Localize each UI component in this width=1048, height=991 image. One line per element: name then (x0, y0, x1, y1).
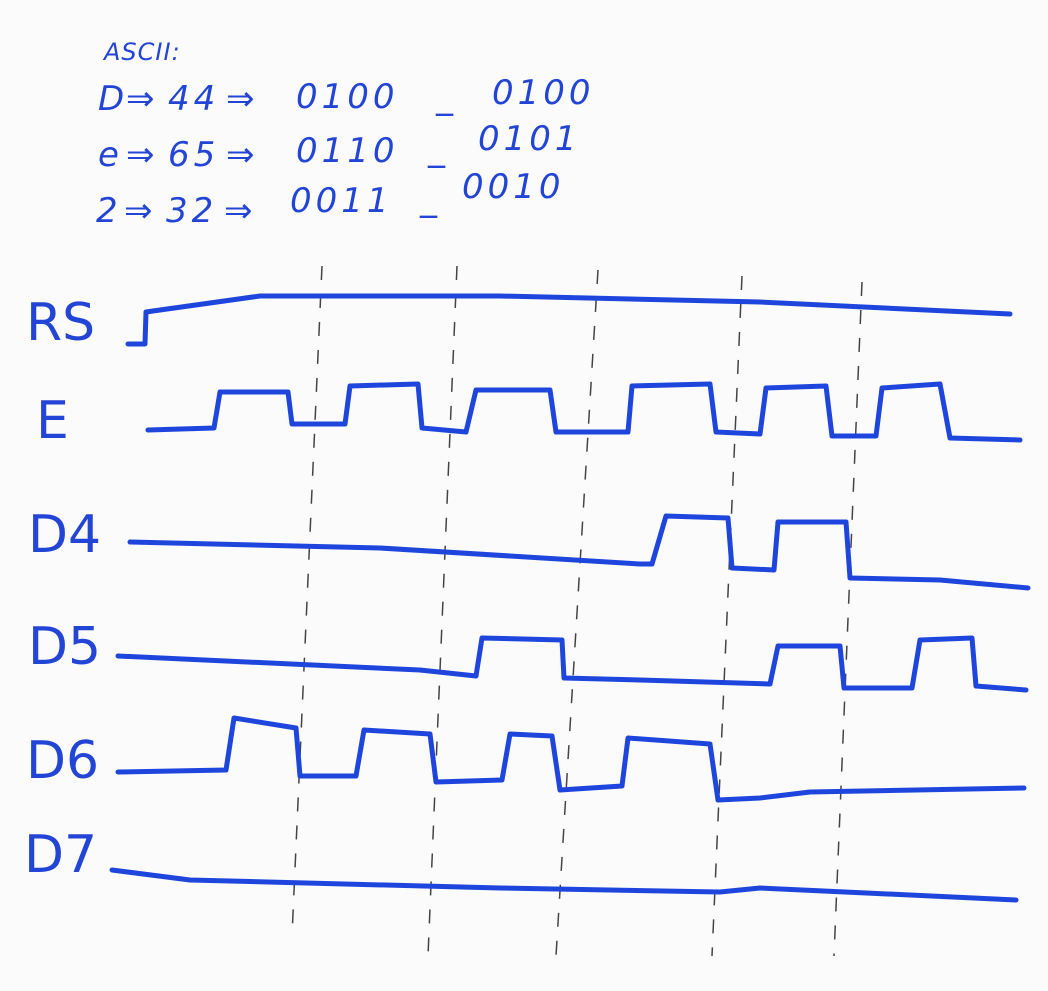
cycle-divider (555, 269, 599, 957)
note-high-nibble: 0100 (296, 77, 399, 117)
waveform-d6 (115, 715, 1027, 803)
signal-label-rs: RS (26, 293, 95, 353)
signal-label-d6: D6 (26, 731, 99, 791)
notes-title: ASCII: (102, 38, 181, 66)
note-low-nibble: 0101 (478, 119, 581, 159)
cycle-divider (833, 281, 863, 957)
signal-label-d4: D4 (28, 505, 101, 565)
note-arrow: ⇒ (226, 79, 259, 119)
note-char: 2 (96, 191, 122, 231)
note-arrow: ⇒ (126, 135, 159, 175)
signal-label-d5: D5 (28, 617, 101, 677)
cycle-divider (427, 265, 458, 957)
notes-row-e: e ⇒ 65 ⇒ 0110 _ 0101 (98, 119, 581, 175)
waveform-d5 (115, 635, 1029, 693)
signal-label-d7: D7 (24, 825, 97, 885)
note-arrow: ⇒ (126, 79, 159, 119)
waveform-rs (125, 293, 1013, 347)
waveform-d4 (127, 513, 1031, 591)
note-arrow: ⇒ (124, 191, 157, 231)
note-high-nibble: 0110 (296, 131, 399, 171)
ascii-notes: ASCII: D ⇒ 44 ⇒ 0100 _ 0100 e ⇒ 65 ⇒ 011… (96, 38, 595, 231)
note-arrow: ⇒ (224, 191, 257, 231)
waveforms (109, 293, 1031, 903)
note-code: 65 (168, 135, 219, 175)
note-separator: _ (435, 77, 457, 117)
signal-label-e: E (36, 391, 69, 451)
notes-row-d: D ⇒ 44 ⇒ 0100 _ 0100 (98, 73, 595, 119)
note-arrow: ⇒ (226, 135, 259, 175)
cycle-dividers (291, 265, 863, 957)
cycle-divider (291, 265, 323, 937)
note-code: 44 (168, 79, 219, 119)
note-char: D (98, 79, 128, 119)
note-separator: _ (427, 129, 449, 169)
signal-labels: RS E D4 D5 D6 D7 (24, 293, 101, 885)
note-low-nibble: 0010 (462, 167, 565, 207)
notes-row-2: 2 ⇒ 32 ⇒ 0011 _ 0010 (96, 167, 565, 231)
note-separator: _ (419, 179, 441, 219)
cycle-divider (711, 275, 743, 957)
waveform-d7 (109, 867, 1019, 903)
note-low-nibble: 0100 (492, 73, 595, 113)
note-high-nibble: 0011 (290, 181, 393, 221)
waveform-e (145, 381, 1023, 443)
note-code: 32 (166, 191, 217, 231)
note-char: e (98, 135, 123, 175)
